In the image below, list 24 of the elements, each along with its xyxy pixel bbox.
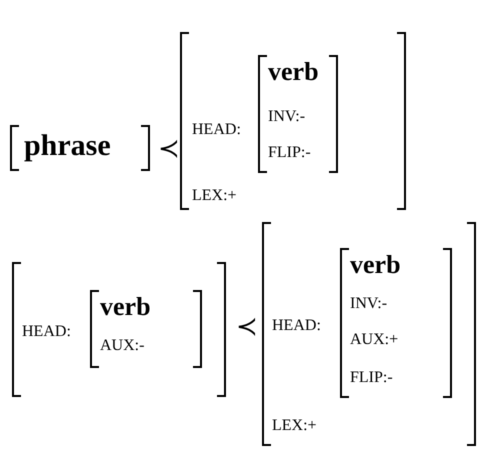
type-label: verb (268, 59, 319, 85)
feature-label: AUX:+ (350, 332, 398, 348)
attribute-value-matrix (12, 262, 226, 397)
feature-label: FLIP:- (350, 370, 393, 386)
attribute-value-matrix (90, 290, 202, 368)
attribute-value-matrix (262, 222, 476, 446)
attribute-value-matrix (258, 55, 338, 173)
feature-label: INV:- (350, 296, 388, 312)
attribute-value-matrix (10, 125, 150, 171)
feature-label: FLIP:- (268, 145, 311, 161)
attribute-value-matrix (340, 248, 452, 398)
type-label: phrase (24, 131, 111, 161)
feature-label: HEAD: (272, 318, 321, 334)
type-label: verb (100, 294, 151, 320)
feature-label: HEAD: (22, 324, 71, 340)
precedence-symbol: ≺ (158, 136, 180, 162)
feature-label: INV:- (268, 109, 306, 125)
feature-label: AUX:- (100, 338, 144, 354)
feature-label: LEX:+ (192, 188, 237, 204)
attribute-value-matrix (180, 32, 406, 210)
feature-label: HEAD: (192, 122, 241, 138)
precedence-symbol: ≺ (236, 314, 258, 340)
type-label: verb (350, 252, 401, 278)
feature-label: LEX:+ (272, 418, 317, 434)
